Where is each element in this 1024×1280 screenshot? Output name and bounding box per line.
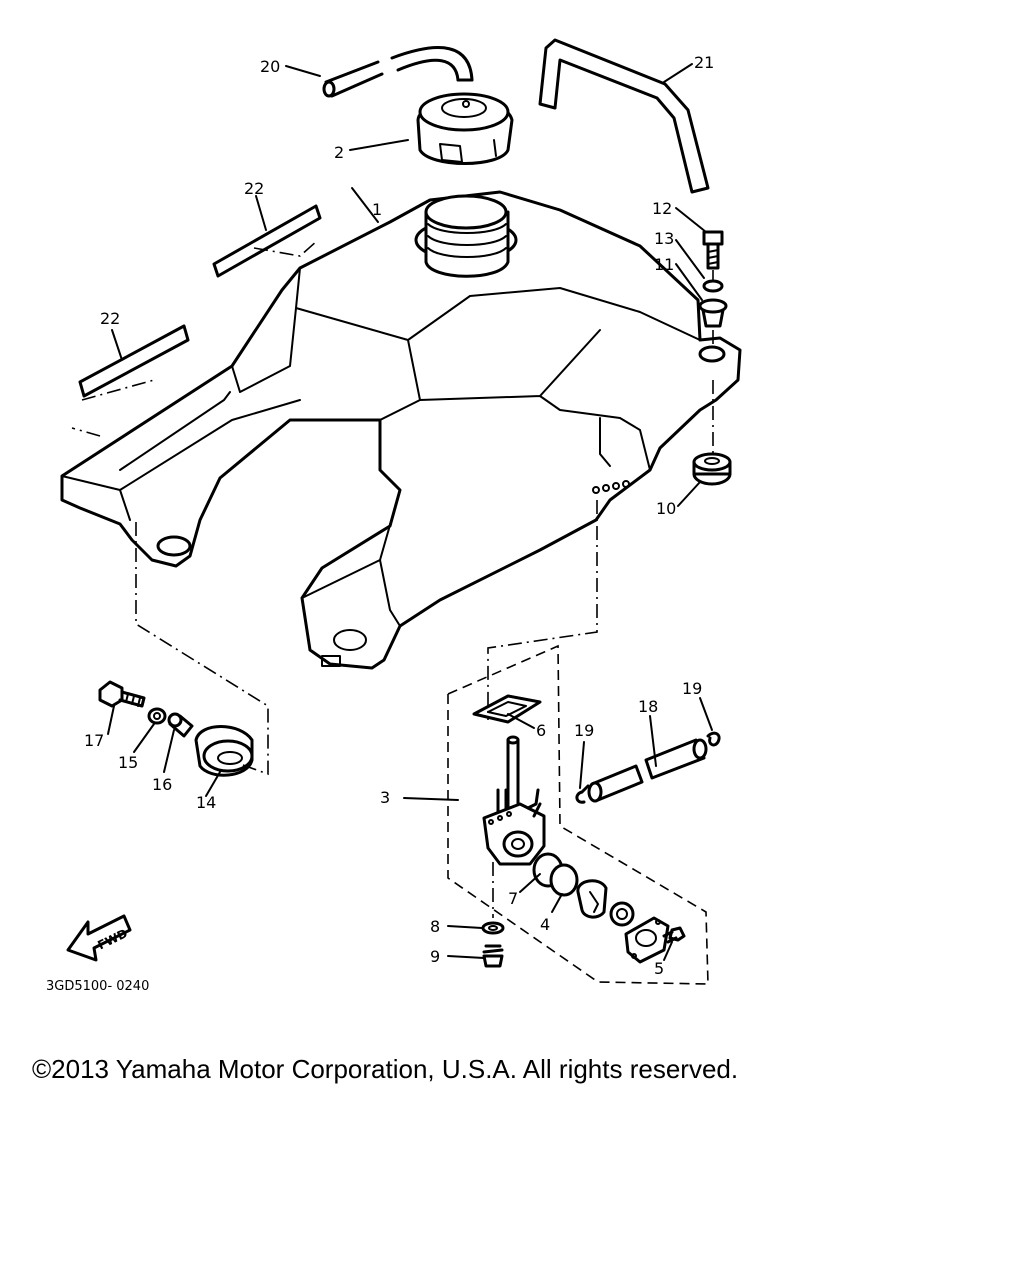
callout-1: 1: [372, 200, 382, 219]
part-9-drain-screw: [482, 944, 504, 968]
callout-22b: 22: [100, 309, 120, 328]
part-22-pad-upper: [212, 204, 322, 278]
part-13-washer: [702, 279, 724, 293]
lever-cover-plate: [624, 916, 670, 964]
part-12-bolt: [702, 230, 724, 270]
part-18-fuel-hose: [587, 738, 708, 803]
callout-6: 6: [536, 721, 546, 740]
callout-17: 17: [84, 731, 104, 750]
callout-8: 8: [430, 917, 440, 936]
callout-14: 14: [196, 793, 216, 812]
part-14-rubber-mount: [194, 725, 254, 777]
callout-3: 3: [380, 788, 390, 807]
leader-lines: [107, 63, 713, 961]
part-21-guard-strip: [538, 38, 710, 194]
callout-20: 20: [260, 57, 280, 76]
part-11-collar: [698, 298, 728, 328]
assembly-lines: [71, 239, 714, 985]
callout-11: 11: [654, 255, 674, 274]
callout-9: 9: [430, 947, 440, 966]
part-15-washer: [147, 707, 167, 725]
callout-7: 7: [508, 889, 518, 908]
part-5-screw: [662, 926, 686, 944]
part-1-fuel-tank: [60, 190, 742, 670]
fwd-arrow-icon: FWD: [66, 914, 132, 962]
callout-19b: 19: [682, 679, 702, 698]
part-17-bolt: [98, 680, 146, 708]
part-2-fuel-cap: [416, 92, 514, 165]
callout-18: 18: [638, 697, 658, 716]
callout-10: 10: [656, 499, 676, 518]
part-19-clip-b: [706, 731, 721, 747]
drawing-code: 3GD5100- 0240: [46, 979, 149, 994]
part-22-pad-lower: [78, 324, 190, 398]
callout-21: 21: [694, 53, 714, 72]
callout-19a: 19: [574, 721, 594, 740]
part-20-breather-hose: [322, 46, 474, 98]
copyright-notice: ©2013 Yamaha Motor Corporation, U.S.A. A…: [32, 1054, 739, 1084]
wave-washer: [609, 901, 635, 927]
fuel-tank-parts-diagram: FWD 1 2 3 4 5 6 7 8 9: [46, 38, 742, 994]
callout-12: 12: [652, 199, 672, 218]
callout-13: 13: [654, 229, 674, 248]
callout-5: 5: [654, 959, 664, 978]
callout-16: 16: [152, 775, 172, 794]
callout-22a: 22: [244, 179, 264, 198]
part-6-gasket: [472, 694, 542, 724]
lever-seal: [576, 879, 608, 919]
part-19-clip-a: [575, 784, 590, 804]
callout-numbers: 1 2 3 4 5 6 7 8 9 10 11 12 13 14 15 16 1…: [84, 53, 714, 978]
callout-2: 2: [334, 143, 344, 162]
part-3-fuel-cock: [482, 735, 546, 866]
part-10-grommet: [692, 452, 732, 486]
part-8-washer: [481, 921, 505, 935]
callout-4: 4: [540, 915, 550, 934]
part-4-o-ring: [549, 863, 579, 897]
part-16-collar: [167, 712, 194, 738]
callout-15: 15: [118, 753, 138, 772]
